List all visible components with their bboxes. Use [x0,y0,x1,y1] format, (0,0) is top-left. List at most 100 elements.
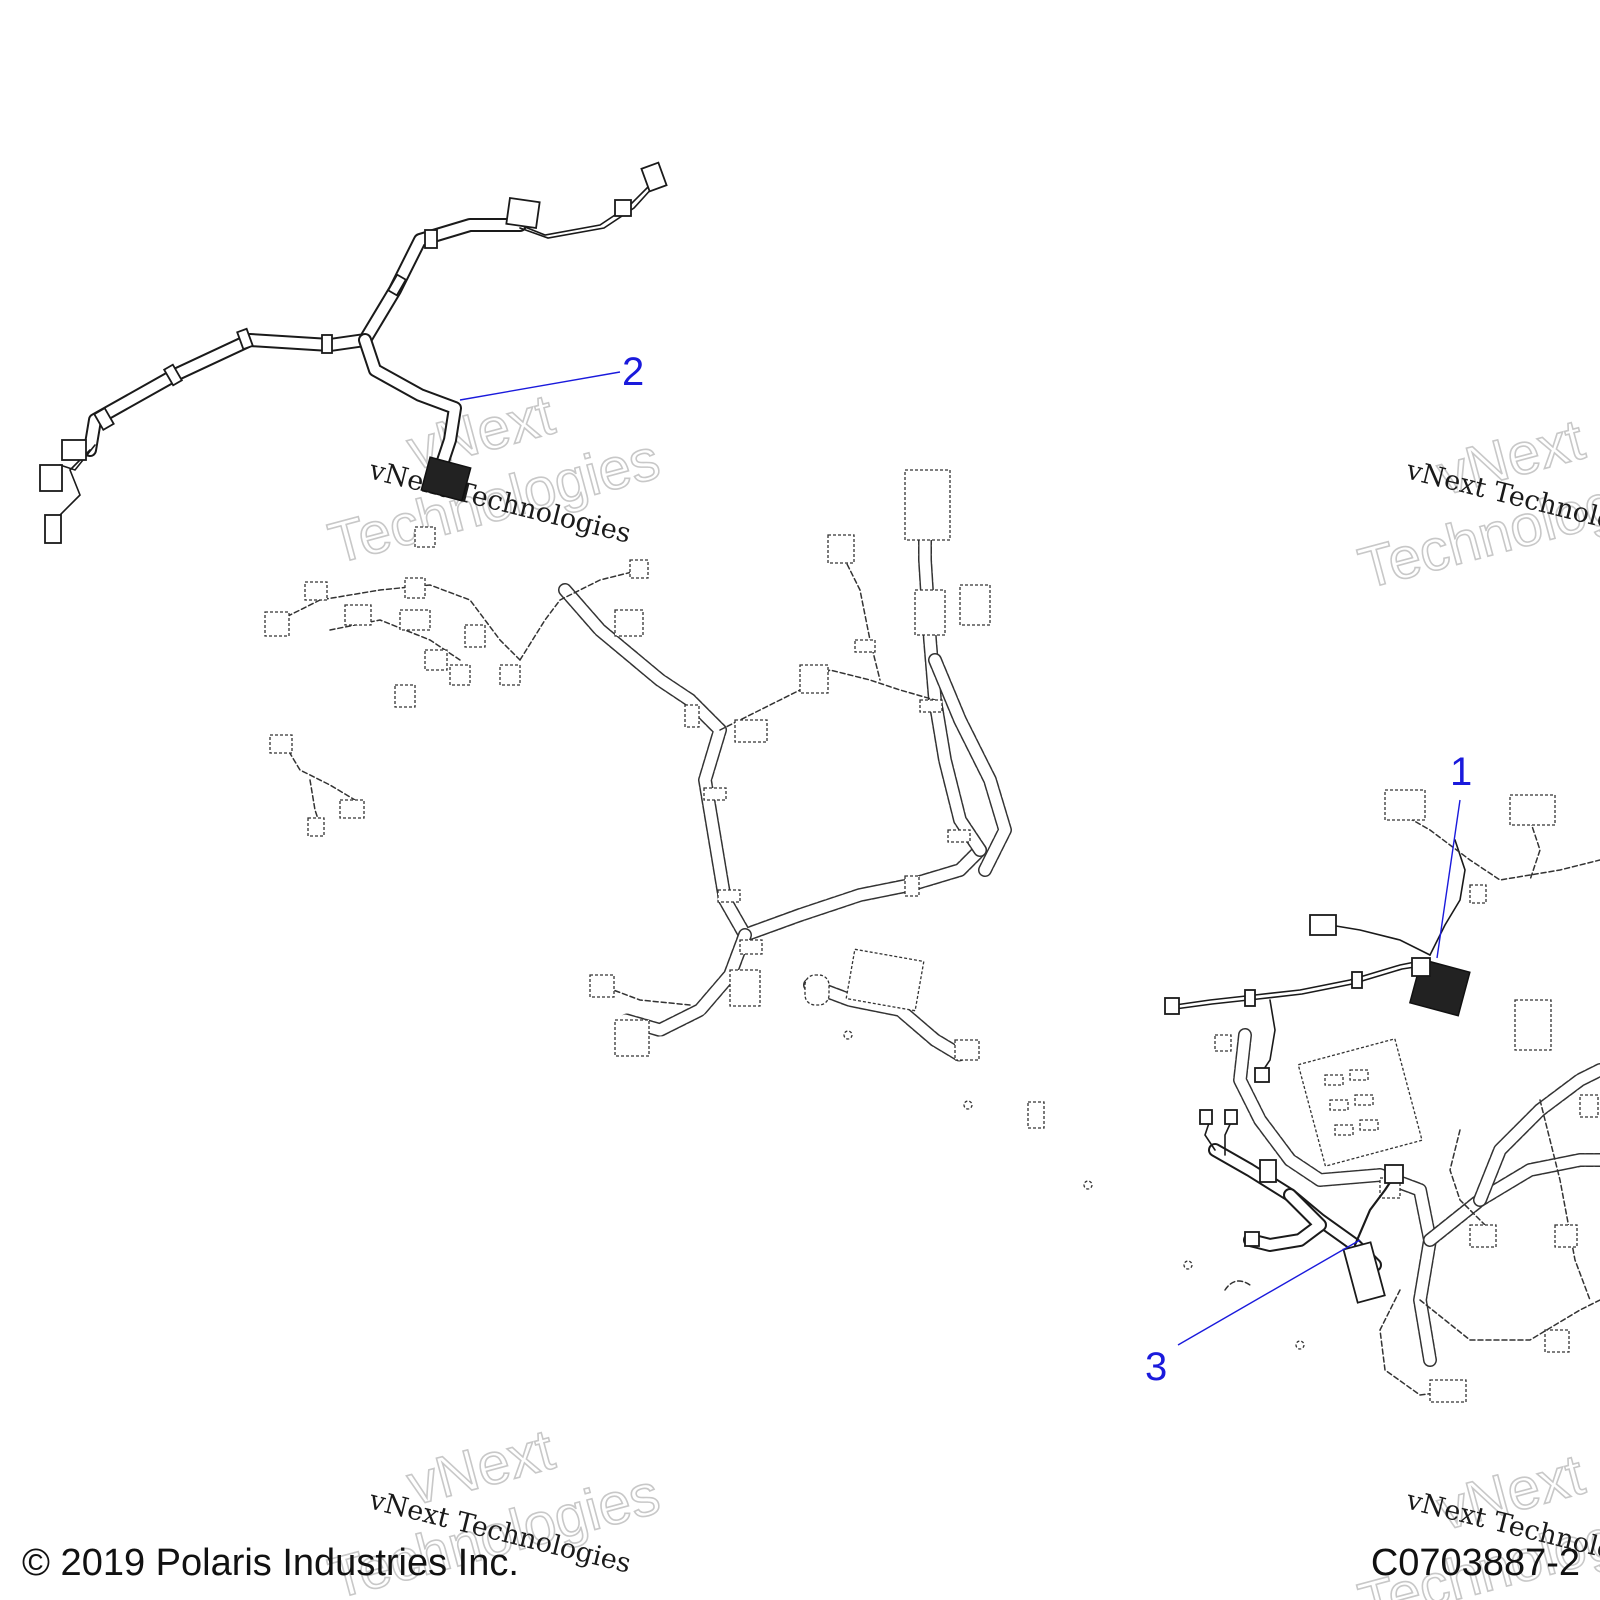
phantom-clip-c [1224,1280,1251,1291]
phantom-right-connector-2 [1509,794,1556,826]
harness-3-clip-1 [1259,1159,1277,1183]
harness-2-connector-left-1 [39,464,63,492]
phantom-connector-right [959,584,991,626]
harness-1-connector-left [1164,997,1180,1015]
harness-3-thin-left [1204,1119,1216,1151]
phantom-connector-low-1 [589,974,615,998]
phantom-cluster-connector-12 [614,609,644,637]
phantom-right-connector-6 [1429,1379,1467,1403]
phantom-connector-upper [827,534,855,564]
harness-3-branch-fill [1245,1190,1325,1250]
phantom-fastener-2 [963,1100,973,1110]
harness-2-upper [39,161,668,544]
harness-1-connector-top [1309,914,1337,936]
phantom-connector-tall-top [904,469,951,541]
phantom-cluster-connector-10 [449,664,471,686]
harness-2-connector-left-2 [61,439,87,461]
phantom-right-trunk-fill [1234,1029,1436,1366]
harness-2-connector-mid-right [614,199,632,217]
harness-1-wire-e [1429,839,1466,956]
phantom-right-connector-7 [1544,1329,1570,1353]
phantom-left-cluster-wire-3 [519,569,641,661]
phantom-cluster-connector-6 [399,609,431,631]
callout-leaders [459,371,1461,1346]
phantom-right-connector-10 [1579,1094,1599,1118]
harness-3-connector-top [1384,1164,1404,1184]
phantom-right-wire-top-2 [1529,819,1541,881]
phantom-right-connector-3 [1514,999,1552,1051]
phantom-lower-fill [619,929,751,1036]
phantom-connector-low-3 [729,969,761,1007]
phantom-right-branch-3-fill [1474,1064,1600,1206]
harness-2-thin-right-2 [519,185,655,239]
harness-1-connector-drop [1254,1067,1270,1083]
harness-1-wire-a [1174,959,1426,1006]
phantom-right-branch-2-fill [1424,1154,1600,1246]
phantom-cluster-connector-4 [404,577,426,599]
phantom-cluster-connector-13 [629,559,649,579]
harness-3-connector-terminal-1 [1199,1109,1213,1125]
phantom-right-connector-5 [1554,1224,1578,1248]
harness-2-drop-fill [360,335,460,475]
phantom-harness-center [264,469,1305,1350]
phantom-cluster-connector-2 [304,581,328,601]
harness-2-connector-topright [640,161,668,193]
phantom-cluster-connector-5 [414,526,436,548]
harness-2-clips [93,229,438,432]
phantom-cluster-connector-1 [264,611,290,637]
harness-3-connector-main [1342,1241,1386,1304]
phantom-cluster-connector-15 [339,799,365,819]
phantom-right-connector-4 [1469,1224,1497,1248]
phantom-cluster-connector-8 [424,649,448,671]
harness-3-thin-left-2 [1224,1119,1233,1156]
phantom-right-connector-8 [1214,1034,1232,1052]
phantom-connector-mid-2 [734,719,768,743]
phantom-right-fusebox-cells [1324,1069,1379,1136]
harness-1-lower-right [1164,839,1471,1083]
phantom-right-branch-fill [929,654,1011,876]
phantom-right-branch-3-outline [1473,1063,1600,1207]
harness-3-wire-up [1353,1173,1397,1247]
leader-2 [459,371,621,401]
harness-1-connector-main-outline [1411,957,1431,977]
phantom-connector-foot [954,1039,980,1061]
callout-2[interactable]: 2 [622,350,644,394]
harness-1-wire-b [1174,964,1429,1010]
phantom-fastener-5 [1295,1340,1305,1350]
callout-1[interactable]: 1 [1450,750,1472,794]
callout-3[interactable]: 3 [1145,1345,1167,1389]
harness-1-wire-c [1259,999,1276,1076]
harness-2-connector-top [505,197,541,229]
part-code-text: C0703887-2 [1371,1542,1580,1584]
phantom-trunk-fill [559,584,986,941]
phantom-cluster-connector-7 [464,624,486,648]
phantom-right-connector-11 [1469,884,1487,904]
watermark-top-left: vNext Technologies vNext Technologies [321,381,666,577]
phantom-fastener-1 [843,1030,853,1040]
phantom-harness-right [1214,789,1600,1403]
harness-1-clip-1 [1244,989,1256,1007]
phantom-branch-mid-2 [839,549,881,681]
phantom-right-wire-mid [1449,1129,1491,1231]
phantom-fastener-3 [1083,1180,1093,1190]
phantom-cluster-connector-14 [269,734,293,754]
phantom-right-wire-top [1394,809,1600,881]
phantom-connector-tube [804,974,830,1006]
phantom-connector-foot-2 [1027,1101,1045,1129]
harness-2-thin-right [519,184,651,236]
watermark-top-right: vNext Technologies vNext Technologies [1351,406,1600,602]
phantom-cluster-connector-9 [394,684,416,708]
phantom-connector-tall-mid [914,589,946,636]
phantom-cluster-connector-16 [307,817,325,837]
harness-2-connector-main [420,456,472,502]
harness-2-trunk-fill [85,220,525,455]
phantom-cluster-connector-3 [344,604,372,626]
copyright-text: © 2019 Polaris Industries Inc. [22,1542,519,1584]
harness-2-connector-left-3 [44,514,62,544]
phantom-left-drop [284,744,356,801]
phantom-clips [684,639,971,955]
phantom-connector-mid [799,664,829,694]
phantom-cluster-connector-11 [499,664,521,686]
harness-3-lower [1199,1109,1404,1304]
